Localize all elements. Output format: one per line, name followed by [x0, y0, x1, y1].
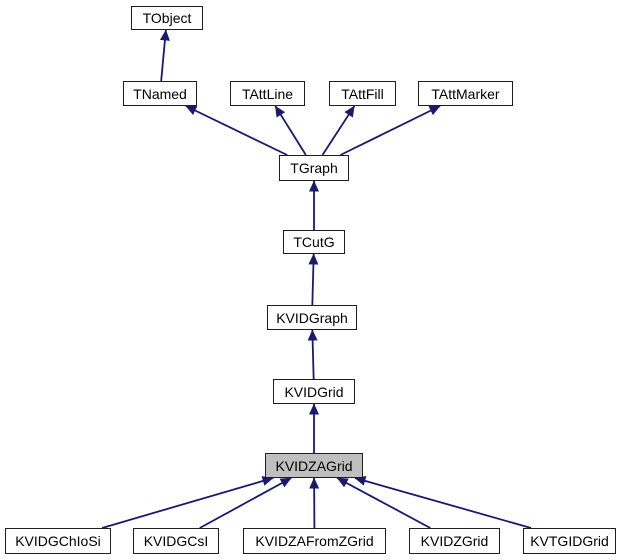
class-node-kvidzagrid-current: KVIDZAGrid [265, 453, 363, 478]
inheritance-edge [101, 476, 274, 529]
class-node-kvtgidgrid[interactable]: KVTGIDGrid [523, 528, 616, 554]
inheritance-edge [308, 253, 319, 306]
class-node-tgraph[interactable]: TGraph [279, 155, 349, 181]
class-node-tattfill[interactable]: TAttFill [329, 81, 396, 106]
class-node-kvidzgrid[interactable]: KVIDZGrid [409, 528, 500, 554]
inheritance-edge [340, 105, 441, 156]
class-node-kvidgchiosi[interactable]: KVIDGChIoSi [5, 528, 111, 554]
class-node-kvidgrid[interactable]: KVIDGrid [273, 379, 355, 404]
inheritance-edge [321, 105, 356, 156]
class-node-kvidzafromzgrid[interactable]: KVIDZAFromZGrid [243, 528, 386, 554]
class-node-tattline[interactable]: TAttLine [230, 81, 305, 106]
class-node-kvidgraph[interactable]: KVIDGraph [267, 305, 357, 330]
class-node-tattmarker[interactable]: TAttMarker [418, 81, 513, 106]
inheritance-edge [336, 477, 431, 529]
inheritance-edge [354, 476, 532, 529]
class-node-kvidgcsi[interactable]: KVIDGCsI [133, 528, 219, 554]
inheritance-edge [274, 105, 307, 156]
inheritance-edge [185, 105, 288, 156]
inheritance-edge [307, 329, 318, 380]
class-node-tnamed[interactable]: TNamed [123, 81, 197, 106]
class-node-tobject[interactable]: TObject [131, 6, 203, 30]
inheritance-edge [159, 29, 170, 82]
class-node-tcutg[interactable]: TCutG [283, 230, 345, 254]
inheritance-edge [199, 477, 292, 529]
